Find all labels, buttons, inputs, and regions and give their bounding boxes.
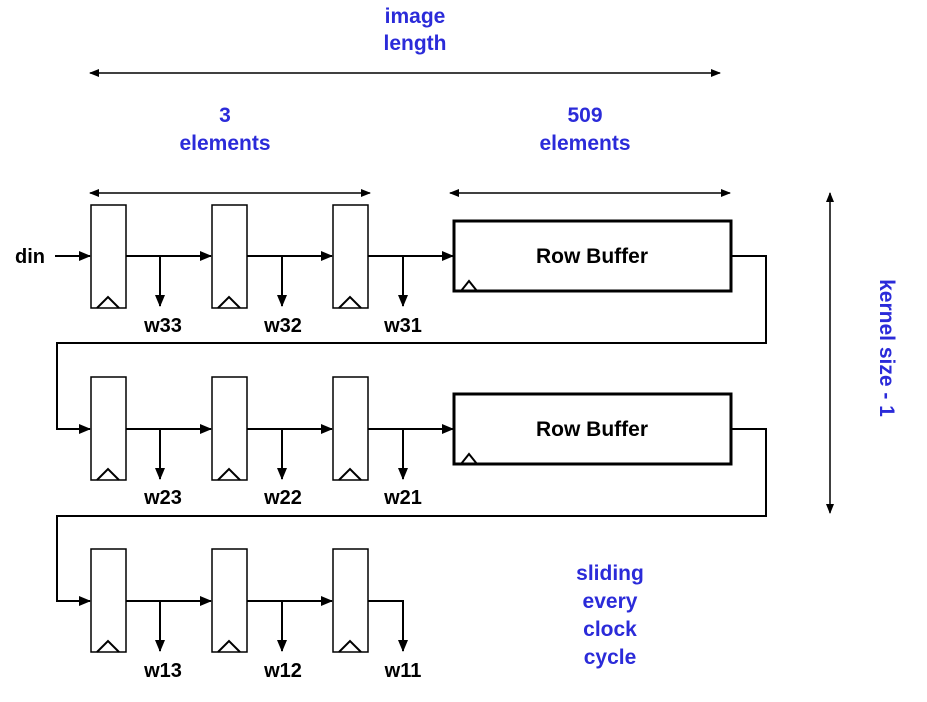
row-buffer-2-label: Row Buffer (536, 418, 648, 441)
clock-triangle-icon (217, 467, 241, 481)
sliding-label-line1: sliding (576, 562, 644, 585)
tap-label-w23: w23 (143, 487, 182, 509)
register-w31 (332, 204, 369, 309)
sliding-label-line3: clock (583, 618, 637, 641)
clock-triangle-icon (338, 467, 362, 481)
register-w32 (211, 204, 248, 309)
din-label: din (15, 246, 45, 268)
kernel-size-label: kernel size - 1 (875, 279, 898, 417)
register-w11 (332, 548, 369, 653)
register-w21 (332, 376, 369, 481)
509-elements-label-line1: 509 (567, 104, 602, 127)
sliding-label-line4: cycle (584, 646, 637, 669)
tap-label-w31: w31 (383, 315, 422, 337)
tap-label-w11: w11 (384, 660, 422, 682)
clock-triangle-icon (217, 639, 241, 653)
row-1: w33 w32 w31 Row Buffer (56, 204, 767, 434)
row-2-to-row-3-wire (56, 428, 767, 606)
register-w33 (90, 204, 127, 309)
register-w23 (90, 376, 127, 481)
clock-triangle-icon (96, 295, 120, 309)
register-w13 (90, 548, 127, 653)
tap-label-w13: w13 (143, 660, 182, 682)
image-length-label-line1: image (385, 5, 446, 28)
509-elements-label-line2: elements (539, 132, 630, 155)
sliding-label-line2: every (583, 590, 638, 613)
tap-label-w22: w22 (263, 487, 302, 509)
tap-label-w33: w33 (143, 315, 182, 337)
row-2: w23 w22 w21 Row Buffer (56, 376, 767, 606)
three-elements-label-line1: 3 (219, 104, 231, 127)
tap-label-w12: w12 (263, 660, 302, 682)
row-3: w13 w12 w11 (90, 548, 422, 682)
tap-arrow (368, 600, 408, 652)
clock-triangle-icon (460, 452, 478, 465)
register-w12 (211, 548, 248, 653)
tap-label-w32: w32 (263, 315, 302, 337)
row-buffer-1 (452, 219, 733, 293)
image-length-label-line2: length (384, 32, 447, 55)
clock-triangle-icon (338, 639, 362, 653)
clock-triangle-icon (96, 639, 120, 653)
three-elements-label-line2: elements (179, 132, 270, 155)
clock-triangle-icon (217, 295, 241, 309)
register-w22 (211, 376, 248, 481)
clock-triangle-icon (96, 467, 120, 481)
clock-triangle-icon (338, 295, 362, 309)
row-1-to-row-2-wire (56, 255, 767, 434)
tap-label-w21: w21 (383, 487, 422, 509)
row-buffer-1-label: Row Buffer (536, 245, 648, 268)
clock-triangle-icon (460, 279, 478, 292)
row-buffer-2 (452, 392, 733, 466)
